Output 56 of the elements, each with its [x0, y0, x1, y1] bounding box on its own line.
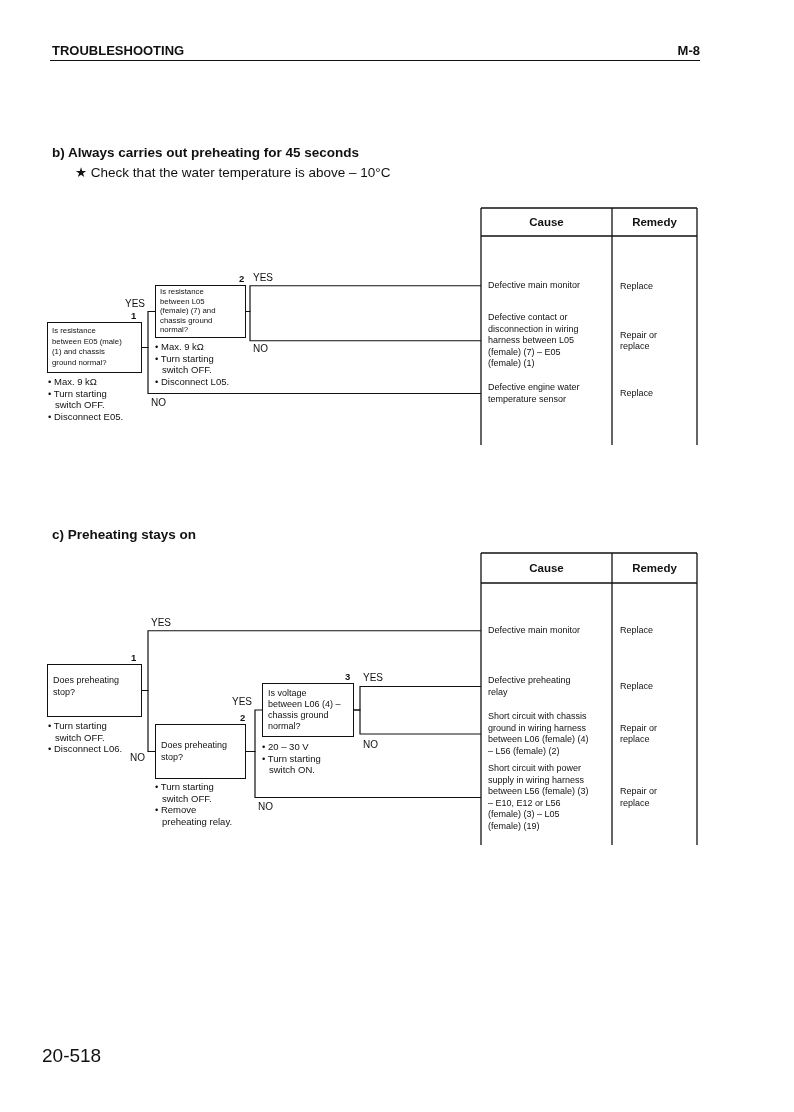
decision-box: Does preheating stop?	[155, 724, 246, 779]
remedy-text: Replace	[620, 681, 654, 693]
cause-text: Defective main monitor	[481, 625, 581, 637]
column-header: Remedy	[632, 561, 677, 575]
page-header: TROUBLESHOOTING	[52, 43, 185, 58]
column-header: Cause	[529, 561, 564, 575]
check-note: • Disconnect E05.	[48, 410, 124, 422]
cause-text: Short circuit with power supply in wiring harness between L56 (female) (3) – E10, E12 or L56 (female) (3) – L05 (female) (19)	[481, 763, 591, 832]
note-text: ★ Check that the water temperature is above – 10°C	[75, 165, 391, 181]
edge-label: NO	[362, 740, 379, 750]
column-header: Cause	[529, 215, 564, 229]
step-number: 1	[131, 311, 137, 321]
connector-line	[353, 709, 482, 735]
cause-text: Defective main monitor	[481, 280, 581, 292]
check-note: • Max. 9 kΩ	[155, 341, 204, 353]
connector-line	[245, 750, 482, 799]
edge-label: YES	[252, 273, 274, 283]
check-note: • Max. 9 kΩ	[48, 376, 97, 388]
section-heading: b) Always carries out preheating for 45 seconds	[52, 145, 360, 161]
edge-label: YES	[231, 697, 253, 707]
edge-label: YES	[362, 673, 384, 683]
remedy-text: Repair or replace	[620, 786, 658, 809]
check-note: • 20 – 30 V	[262, 741, 309, 753]
check-note: • Disconnect L06.	[48, 743, 123, 755]
check-note: • Turn starting switch OFF.	[155, 352, 215, 376]
remedy-text: Replace	[620, 388, 654, 400]
cause-text: Defective contact or disconnection in wiring harness between L05 (female) (7) – E05 (female) (1)	[481, 312, 591, 370]
check-note: • Turn starting switch OFF.	[155, 781, 215, 804]
edge-label: YES	[150, 618, 172, 628]
section-heading: c) Preheating stays on	[52, 527, 197, 543]
step-number: 3	[345, 672, 351, 682]
check-note: • Remove preheating relay.	[155, 804, 234, 827]
step-number: 1	[131, 653, 137, 663]
cause-text: Defective preheating relay	[481, 675, 591, 698]
check-note: • Disconnect L05.	[155, 375, 230, 387]
remedy-text: Replace	[620, 280, 654, 292]
step-number: 2	[239, 274, 245, 284]
column-header: Remedy	[632, 215, 677, 229]
section-code: M-8	[677, 43, 700, 59]
edge-label: YES	[124, 299, 146, 309]
edge-label: NO	[150, 398, 167, 408]
edge-label: NO	[257, 802, 274, 812]
edge-label: NO	[129, 753, 146, 763]
cause-text: Short circuit with chassis ground in wiring harness between L06 (female) (4) – L56 (female) (2)	[481, 711, 591, 757]
decision-box: Does preheating stop?	[47, 664, 142, 717]
remedy-text: Repair or replace	[620, 329, 658, 353]
remedy-text: Repair or replace	[620, 722, 658, 746]
remedy-text: Replace	[620, 625, 654, 637]
check-note: • Turn starting switch OFF.	[48, 387, 108, 411]
step-number: 2	[240, 713, 246, 723]
edge-label: NO	[252, 344, 269, 354]
cause-text: Defective engine water temperature sensor	[481, 382, 591, 405]
check-note: • Turn starting switch OFF.	[48, 720, 108, 743]
decision-box: Is voltage between L06 (4) – chassis ground normal?	[262, 683, 354, 737]
check-note: • Turn starting switch ON.	[262, 752, 322, 776]
page-number: 20-518	[42, 1044, 102, 1067]
